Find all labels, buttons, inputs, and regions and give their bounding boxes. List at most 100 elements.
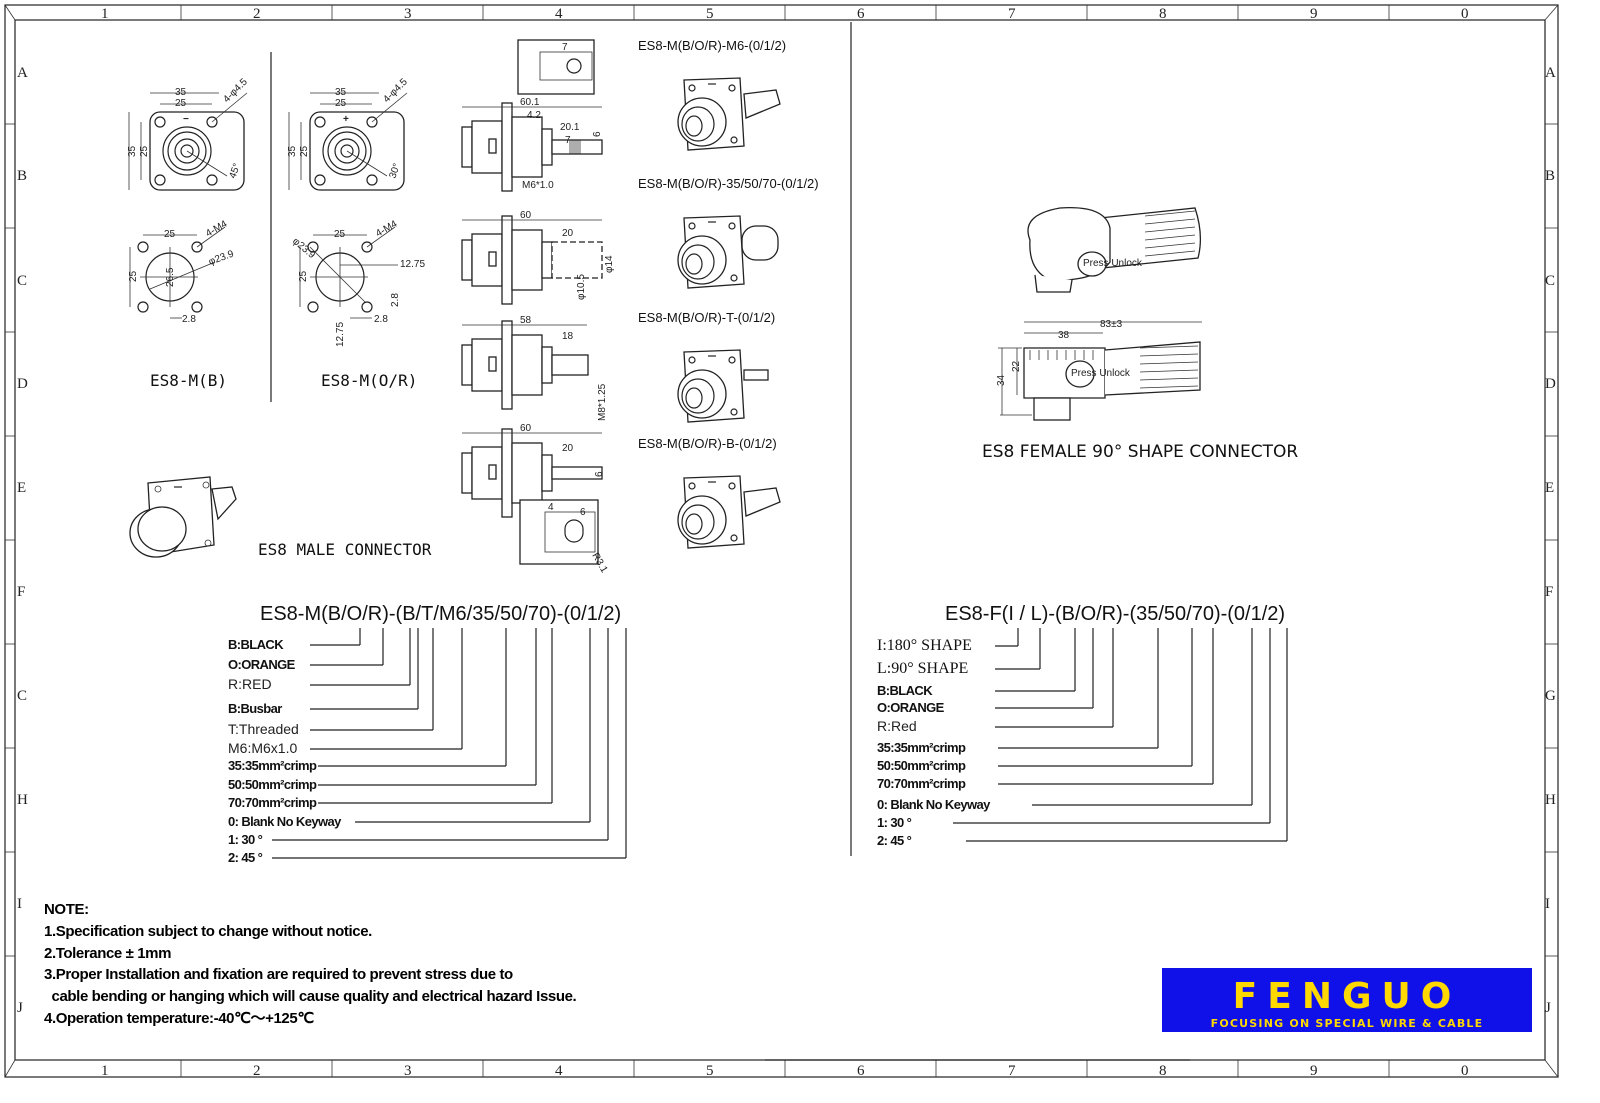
dimension-label: 25: [335, 98, 347, 109]
male-part-code: ES8-M(B/O/R)-(B/T/M6/35/50/70)-(0/1/2): [260, 603, 621, 625]
row-label: F: [17, 584, 25, 600]
thread-hole: [191, 241, 203, 253]
variant-iso-drawing: [677, 215, 779, 289]
leader-line: [1144, 242, 1196, 249]
row-label: C: [17, 688, 27, 704]
leader-line: [1144, 218, 1196, 225]
contact-ring: [681, 378, 715, 414]
slot: [564, 519, 584, 543]
leader-line: [211, 92, 248, 123]
legend-item: 1: 30 °: [877, 815, 912, 830]
mount-hole: [154, 116, 166, 128]
body-segment: [471, 446, 503, 500]
legend-item: T:Threaded: [228, 721, 299, 737]
dimension-label: 2.8: [374, 314, 388, 325]
dimension-label: 35: [175, 87, 187, 98]
contact-ring: [334, 138, 360, 164]
legend-item: 0: Blank No Keyway: [877, 797, 991, 812]
legend-item: 1: 30 °: [228, 832, 263, 847]
column-label: 7: [1008, 1063, 1016, 1079]
leader-line: [1139, 353, 1199, 357]
variant-iso-drawing: [677, 475, 781, 549]
crimp-barrel: [551, 241, 603, 279]
column-label: 0: [1461, 1063, 1469, 1079]
dimension-label: 26.5: [165, 267, 176, 287]
legend-item: R:Red: [877, 718, 917, 734]
hole-callout: 4-φ4.5: [221, 76, 250, 105]
dimension-label: 4.2: [527, 110, 541, 121]
mount-hole: [688, 222, 696, 230]
note-line: 3.Proper Installation and fixation are r…: [44, 966, 513, 983]
dimension-label: 25: [128, 270, 139, 282]
dimension-label: 6: [592, 131, 603, 137]
flange: [501, 320, 513, 410]
angle-label: 45°: [227, 162, 243, 180]
column-label: 4: [555, 1063, 563, 1079]
dim-83: 83±3: [1100, 319, 1123, 330]
leader-line: [1139, 377, 1199, 381]
legend-item: R:RED: [228, 676, 272, 692]
column-label: 9: [1310, 6, 1318, 22]
mount-hole: [366, 116, 378, 128]
contact-ring: [681, 244, 715, 280]
flange: [501, 428, 513, 518]
row-label: A: [17, 65, 28, 81]
top-view-drawing: 7: [517, 39, 595, 95]
dimension-label: 2.8: [182, 314, 196, 325]
mount-hole: [728, 482, 736, 490]
dimension-label: 6: [594, 471, 605, 477]
legend-item: 50:50mm²crimp: [228, 777, 317, 792]
dimension-label: 60: [520, 210, 532, 221]
row-label: A: [1545, 65, 1556, 81]
leader-line: [346, 150, 388, 177]
thread-hole: [191, 301, 203, 313]
row-label: E: [17, 480, 26, 496]
housing-front: [677, 495, 727, 545]
row-label: B: [1545, 168, 1555, 184]
column-label: 6: [857, 6, 865, 22]
column-label: 6: [857, 1063, 865, 1079]
row-label: D: [1545, 376, 1556, 392]
pin-outline: [544, 511, 596, 553]
flange: [501, 102, 513, 192]
dimension-label: M8*1.25: [597, 383, 608, 421]
variant-iso-drawing: [677, 77, 781, 151]
female-connector-side-drawing: Press Unlock 83±3 38 34 22: [996, 319, 1202, 421]
note-line: 1.Specification subject to change withou…: [44, 923, 372, 940]
contact-pin: [685, 387, 703, 409]
bolt-hole: [566, 58, 582, 74]
dimension-label: 25: [164, 229, 176, 240]
dimension-label: 25: [175, 98, 187, 109]
dimension-label: 25: [334, 229, 346, 240]
variant-label: ES8-M(B/O/R)-M6-(0/1/2): [638, 38, 786, 53]
body-segment: [511, 229, 543, 291]
dimension-label: 35: [335, 87, 347, 98]
male-connector-caption: ES8 MALE CONNECTOR: [258, 540, 432, 559]
column-label: 9: [1310, 1063, 1318, 1079]
column-label: 8: [1159, 6, 1167, 22]
legend-item: I:180° SHAPE: [877, 637, 972, 654]
hole-callout: 4-φ4.5: [381, 76, 410, 105]
female-connector-iso-drawing: Press Unlock: [1027, 207, 1202, 293]
row-label: I: [1545, 896, 1550, 912]
thread-hole: [137, 241, 149, 253]
column-label: 1: [101, 1063, 109, 1079]
mount-hole: [730, 136, 738, 144]
thread-callout: 4-M4: [204, 218, 230, 239]
dimension-label: φ14: [604, 255, 615, 273]
key-slot: [488, 138, 497, 154]
column-label: 5: [706, 1063, 714, 1079]
legend-item: 70:70mm²crimp: [877, 776, 966, 791]
variant-label: ES8-M(B/O/R)-B-(0/1/2): [638, 436, 777, 451]
legend-item: 2: 45 °: [228, 850, 263, 865]
leader-line: [371, 92, 408, 123]
body-segment: [511, 116, 543, 178]
busbar-tab: [743, 487, 781, 517]
legend-item: 0: Blank No Keyway: [228, 814, 342, 829]
front-view-caption-or: ES8-M(O/R): [321, 371, 417, 390]
column-label: 2: [253, 6, 261, 22]
